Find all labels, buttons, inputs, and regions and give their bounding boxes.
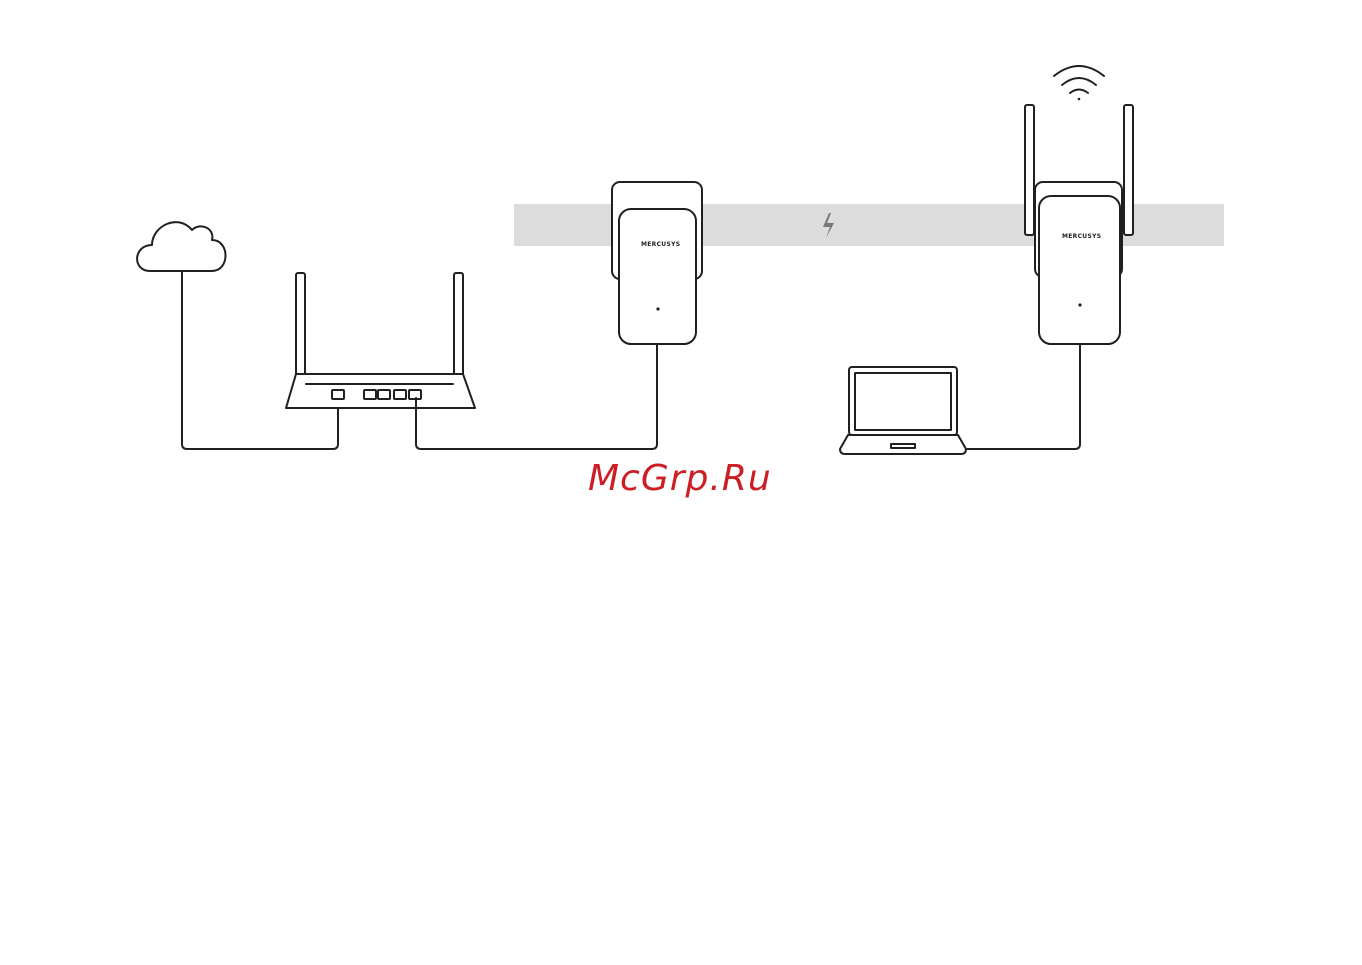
extender-led xyxy=(1078,303,1081,306)
wifi-signal-icon xyxy=(1054,66,1104,100)
lan-port-1 xyxy=(364,390,376,399)
extender-brand-label: MERCUSYS xyxy=(1062,233,1101,240)
lan-port-4 xyxy=(409,390,421,399)
powerline-adapter-icon: MERCUSYS xyxy=(612,182,702,344)
router-icon xyxy=(286,273,475,408)
lan-port-2 xyxy=(378,390,390,399)
laptop-icon xyxy=(840,367,966,454)
lan-port-3 xyxy=(394,390,406,399)
adapter-brand-label: MERCUSYS xyxy=(641,241,680,248)
watermark-text: McGrp.Ru xyxy=(588,458,772,499)
cable-extender-laptop xyxy=(966,344,1080,449)
cloud-icon xyxy=(137,222,225,271)
cable-internet-router xyxy=(182,272,338,449)
wifi-extender-icon: MERCUSYS xyxy=(1025,105,1133,344)
wan-port xyxy=(332,390,344,399)
adapter-led xyxy=(656,307,659,310)
